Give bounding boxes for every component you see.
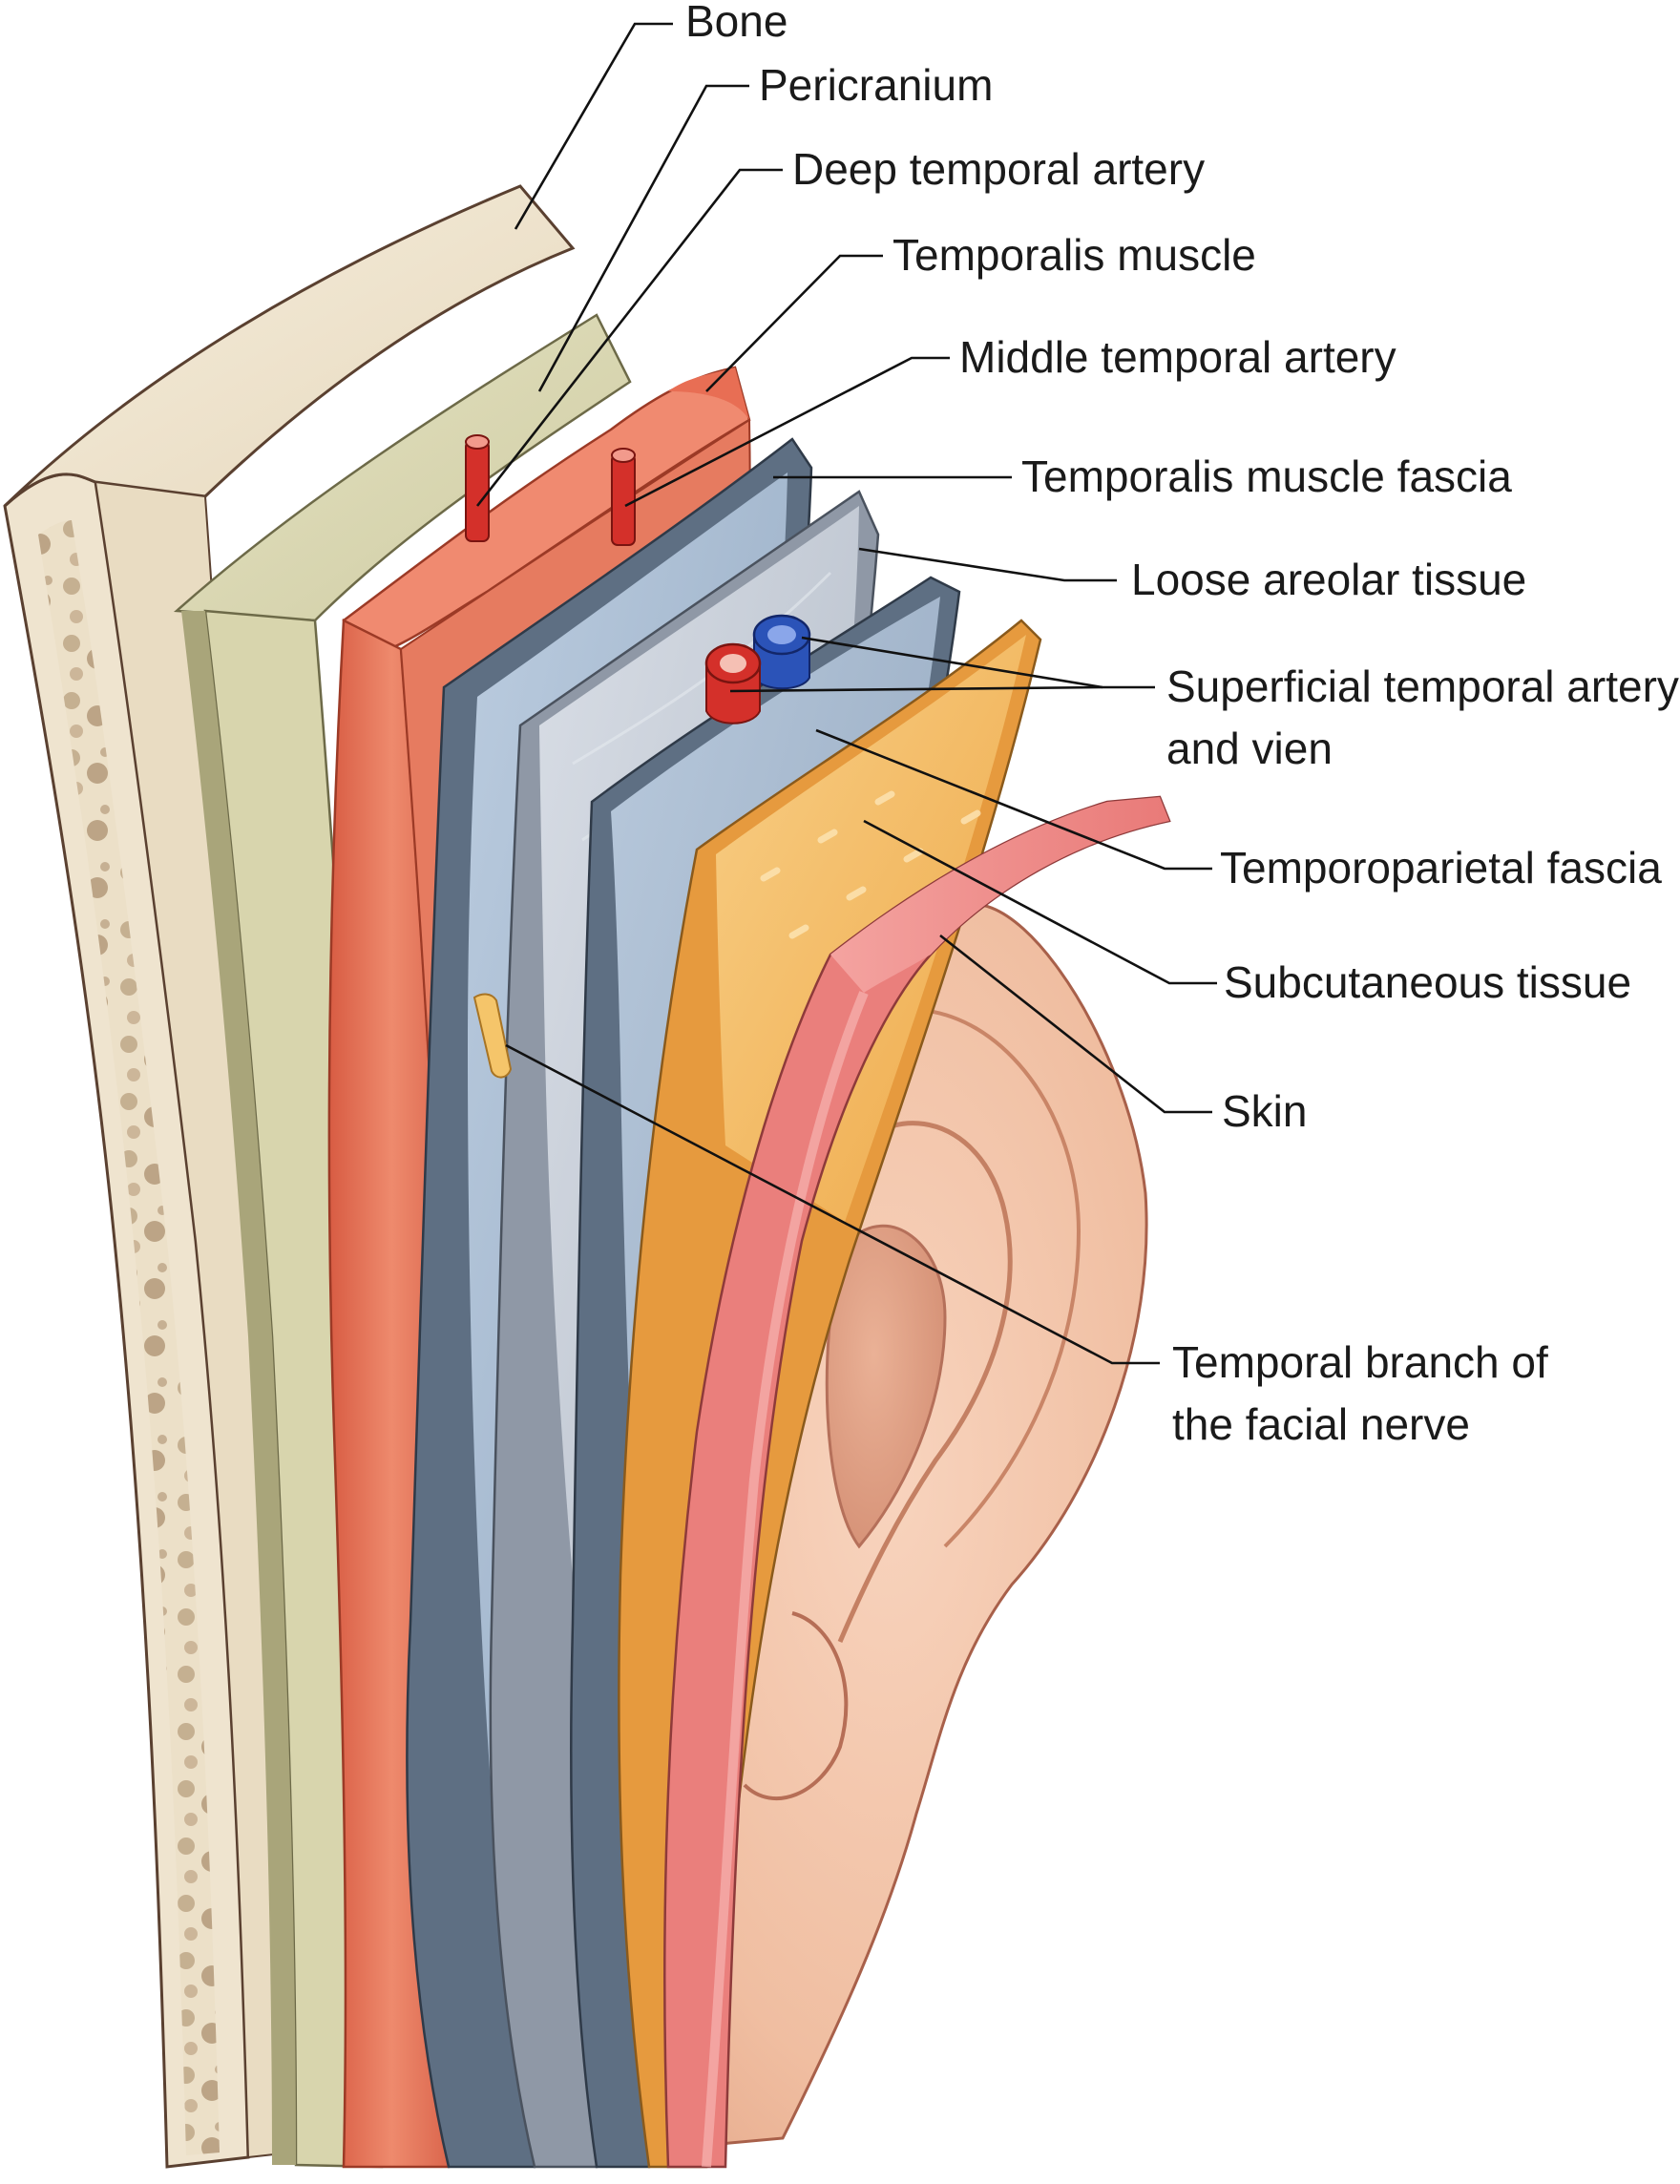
facial-nerve-temporal-branch (472, 993, 513, 1079)
label-subcutaneous-tissue: Subcutaneous tissue (1224, 957, 1631, 1007)
label-middle-temporal-artery: Middle temporal artery (959, 332, 1396, 382)
vessels (465, 434, 811, 1079)
ear-tragus (743, 1611, 849, 1801)
deep-temporal-artery (465, 434, 490, 542)
leader-lines (475, 22, 1217, 1365)
bone-marrow (38, 520, 220, 2155)
skin-body (663, 795, 1171, 2169)
leader-bone (514, 22, 673, 230)
skin-layer (663, 795, 1171, 2169)
skin-top-face (830, 797, 1169, 993)
label-superficial-temporal-artery-line1: Superficial temporal artery (1166, 662, 1679, 711)
leader-temporalis-muscle (705, 254, 883, 392)
label-temporoparietal-fascia: Temporoparietal fascia (1220, 843, 1662, 892)
label-temporalis-muscle: Temporalis muscle (892, 230, 1256, 280)
label-temporalis-muscle-fascia: Temporalis muscle fascia (1021, 452, 1512, 501)
label-facial-nerve-line2: the facial nerve (1172, 1399, 1470, 1449)
middle-temporal-artery (611, 448, 636, 546)
superficial-temporal-vein (752, 614, 811, 690)
leader-loose-areolar-tissue (858, 547, 1117, 582)
label-skin: Skin (1222, 1086, 1307, 1136)
ear-antihelix (832, 1121, 1013, 1643)
label-pericranium: Pericranium (759, 60, 993, 110)
label-facial-nerve-line1: Temporal branch of (1172, 1337, 1548, 1387)
labels: Bone Pericranium Deep temporal artery Te… (685, 0, 1679, 1449)
leader-facial-nerve (505, 1043, 1160, 1365)
label-deep-temporal-artery: Deep temporal artery (792, 144, 1205, 194)
bone-layer (3, 184, 576, 2169)
leader-skin (939, 934, 1212, 1114)
temporalis-muscle-ridge (668, 368, 749, 420)
skin-dermis-line (702, 991, 869, 2168)
bone-top-surface (3, 184, 576, 508)
leader-superficial-artery (729, 685, 1103, 693)
label-superficial-temporal-artery-line2: and vien (1166, 724, 1333, 773)
leader-pericranium (537, 84, 749, 392)
pericranium-surface (173, 313, 632, 622)
label-loose-areolar-tissue: Loose areolar tissue (1131, 555, 1526, 604)
leader-temporoparietal-fascia (815, 728, 1212, 871)
pericranium-edge (181, 611, 296, 2165)
leader-deep-temporal-artery (475, 168, 783, 507)
leader-middle-temporal-artery (624, 356, 950, 508)
label-bone: Bone (685, 0, 788, 46)
superficial-temporal-artery (704, 642, 762, 724)
ear-helix-rim (887, 1007, 1082, 1548)
leader-subcutaneous-tissue (863, 819, 1217, 985)
